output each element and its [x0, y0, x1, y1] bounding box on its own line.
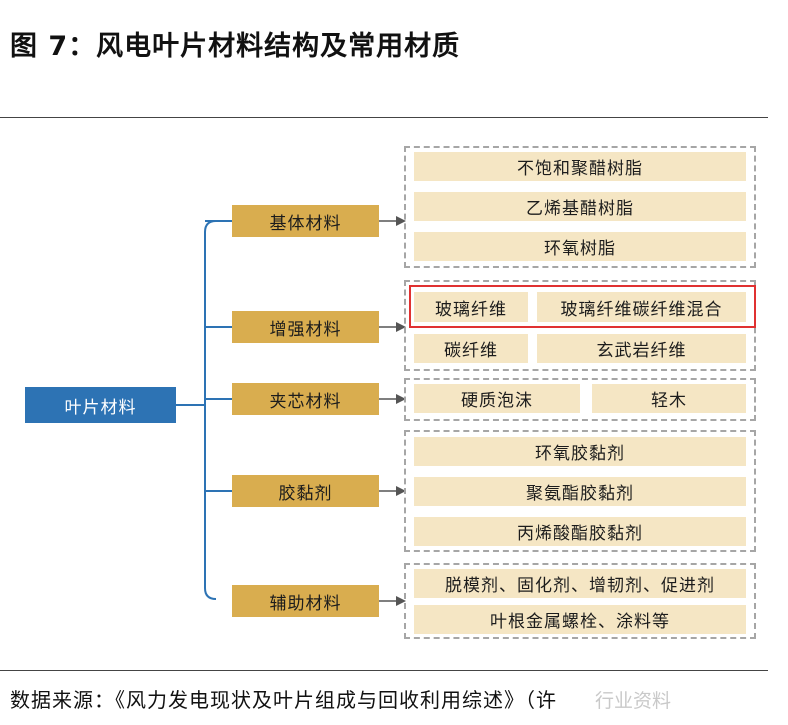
leaf-core: 轻木 [592, 384, 746, 413]
group-adhesive [404, 430, 756, 552]
leaf-reinforce: 玻璃纤维 [414, 292, 528, 322]
group-auxiliary [404, 563, 756, 639]
group-matrix [404, 146, 756, 268]
group-core [404, 378, 756, 421]
leaf-adhesive: 环氧胶黏剂 [414, 437, 746, 466]
leaf-reinforce: 玻璃纤维碳纤维混合 [537, 292, 746, 322]
leaf-adhesive: 丙烯酸酯胶黏剂 [414, 517, 746, 546]
category-core: 夹芯材料 [232, 383, 379, 415]
category-auxiliary: 辅助材料 [232, 585, 379, 617]
leaf-matrix: 不饱和聚醋树脂 [414, 152, 746, 181]
leaf-auxiliary: 叶根金属螺栓、涂料等 [414, 605, 746, 634]
leaf-reinforce: 碳纤维 [414, 334, 528, 363]
highlight-frame [409, 285, 756, 328]
arrow-auxiliary [396, 596, 406, 606]
arrow-reinforce [396, 322, 406, 332]
leaf-auxiliary: 脱模剂、固化剂、增韧剂、促进剂 [414, 569, 746, 598]
watermark-text: 行业资料 [595, 690, 672, 712]
root-node: 叶片材料 [25, 387, 176, 423]
category-matrix: 基体材料 [232, 205, 379, 237]
leaf-core: 硬质泡沫 [414, 384, 580, 413]
arrow-adhesive [396, 486, 406, 496]
leaf-matrix: 环氧树脂 [414, 232, 746, 261]
category-bracket [204, 220, 217, 600]
figure-title: 图 7：风电叶片材料结构及常用材质 [10, 31, 461, 62]
category-adhesive: 胶黏剂 [232, 475, 379, 507]
leaf-adhesive: 聚氨酯胶黏剂 [414, 477, 746, 506]
leaf-reinforce: 玄武岩纤维 [537, 334, 746, 363]
bottom-rule [0, 670, 768, 671]
top-rule [0, 117, 768, 118]
source-note: 数据来源：《风力发电现状及叶片组成与回收利用综述》（许 [10, 688, 557, 712]
leaf-matrix: 乙烯基醋树脂 [414, 192, 746, 221]
category-reinforce: 增强材料 [232, 311, 379, 343]
arrow-matrix [396, 216, 406, 226]
arrow-core [396, 394, 406, 404]
